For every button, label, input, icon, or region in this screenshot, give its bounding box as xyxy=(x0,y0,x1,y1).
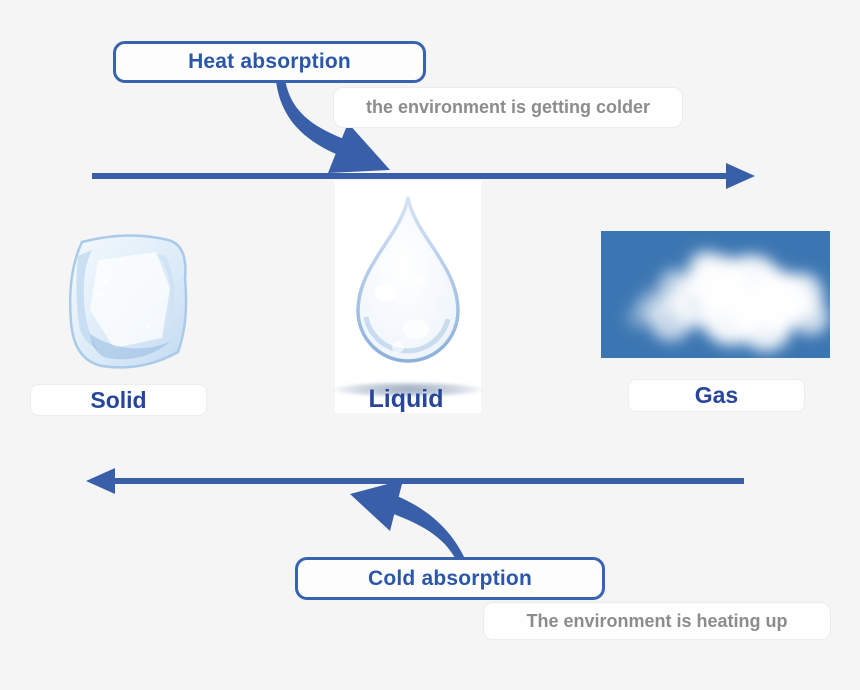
environment-colder-note: the environment is getting colder xyxy=(333,87,683,128)
heat-absorption-label: Heat absorption xyxy=(188,50,351,73)
environment-heating-text: The environment is heating up xyxy=(526,610,788,631)
droplet-shadow xyxy=(333,383,483,396)
solid-label-pill: Solid xyxy=(30,384,207,416)
environment-heating-note: The environment is heating up xyxy=(483,602,831,640)
liquid-label-pill: Liquid xyxy=(330,383,482,415)
gas-label-pill: Gas xyxy=(628,379,805,412)
gas-label: Gas xyxy=(694,382,739,408)
cold-curved-arrow xyxy=(350,480,466,566)
environment-colder-text: the environment is getting colder xyxy=(365,97,651,117)
water-droplet-image xyxy=(335,181,481,413)
cold-flow-arrow xyxy=(86,468,744,494)
solid-label: Solid xyxy=(90,386,147,413)
liquid-label: Liquid xyxy=(368,384,444,413)
ice-cube-image xyxy=(58,226,200,382)
cloud-image xyxy=(601,231,830,358)
cold-absorption-label: Cold absorption xyxy=(368,566,532,590)
cold-absorption-box: Cold absorption xyxy=(295,557,605,600)
heat-absorption-box: Heat absorption xyxy=(113,41,426,83)
